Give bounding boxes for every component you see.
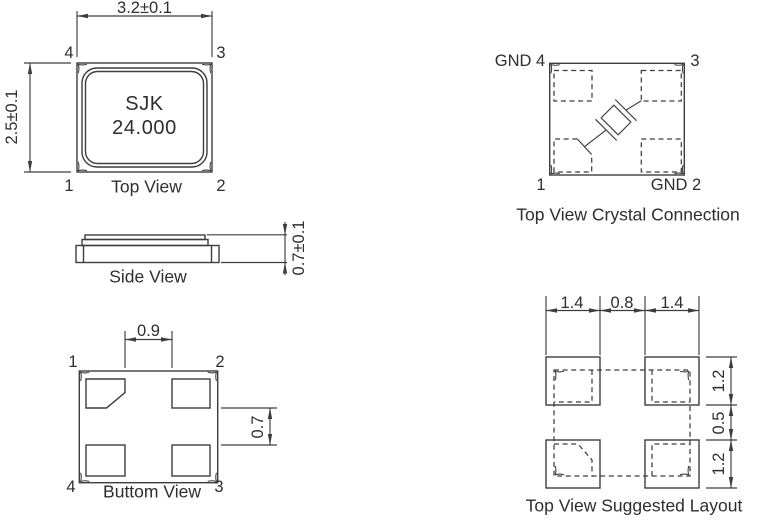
suggested-layout-caption: Top View Suggested Layout: [525, 495, 743, 516]
bottom-view-pin-2: 2: [215, 352, 225, 371]
crystal-symbol: [595, 99, 637, 141]
top-view-height-dim: 2.5±0.1: [2, 89, 21, 145]
top-view-pin-2: 2: [216, 176, 226, 195]
connection-pin-gnd2: GND 2: [650, 175, 702, 194]
top-view-width-dim: 3.2±0.1: [117, 0, 172, 17]
layout-pad-width-right-dim: 1.4: [660, 293, 684, 312]
crystal-connection-caption: Top View Crystal Connection: [516, 203, 740, 224]
bottom-view-caption: Buttom View: [103, 480, 201, 501]
suggested-layout-drawing: [545, 296, 737, 489]
connection-pin-3: 3: [690, 51, 700, 70]
bottom-view-gap-y-dim: 0.7: [248, 415, 267, 438]
connection-pin-gnd4: GND 4: [494, 51, 546, 70]
top-view-pin-3: 3: [216, 43, 226, 62]
layout-pad-gap-v-dim: 0.5: [709, 411, 728, 434]
bottom-view-pin-1: 1: [68, 352, 78, 371]
top-view-pin-1: 1: [64, 176, 74, 195]
connection-pin-1: 1: [536, 175, 546, 194]
side-view-height-dim: 0.7±0.1: [289, 220, 308, 275]
top-view-pin-4: 4: [64, 43, 74, 62]
layout-pad-width-left-dim: 1.4: [560, 293, 584, 312]
bottom-view-gap-x-dim: 0.9: [137, 321, 160, 340]
layout-pad-gap-h-dim: 0.8: [610, 293, 634, 312]
part-marking-brand: SJK: [125, 93, 164, 115]
layout-pad-height-top-dim: 1.2: [709, 369, 728, 393]
bottom-view-pin-3: 3: [214, 477, 224, 496]
side-view-caption: Side View: [109, 265, 187, 286]
top-view-drawing: [24, 11, 213, 173]
layout-pad-height-bottom-dim: 1.2: [709, 452, 728, 476]
bottom-view-drawing: [78, 331, 277, 484]
top-view-caption: Top View: [111, 175, 182, 196]
side-view-drawing: [75, 222, 288, 275]
crystal-connection-drawing: [549, 62, 686, 176]
bottom-view-pin-4: 4: [66, 477, 76, 496]
part-marking-frequency: 24.000: [112, 117, 177, 139]
